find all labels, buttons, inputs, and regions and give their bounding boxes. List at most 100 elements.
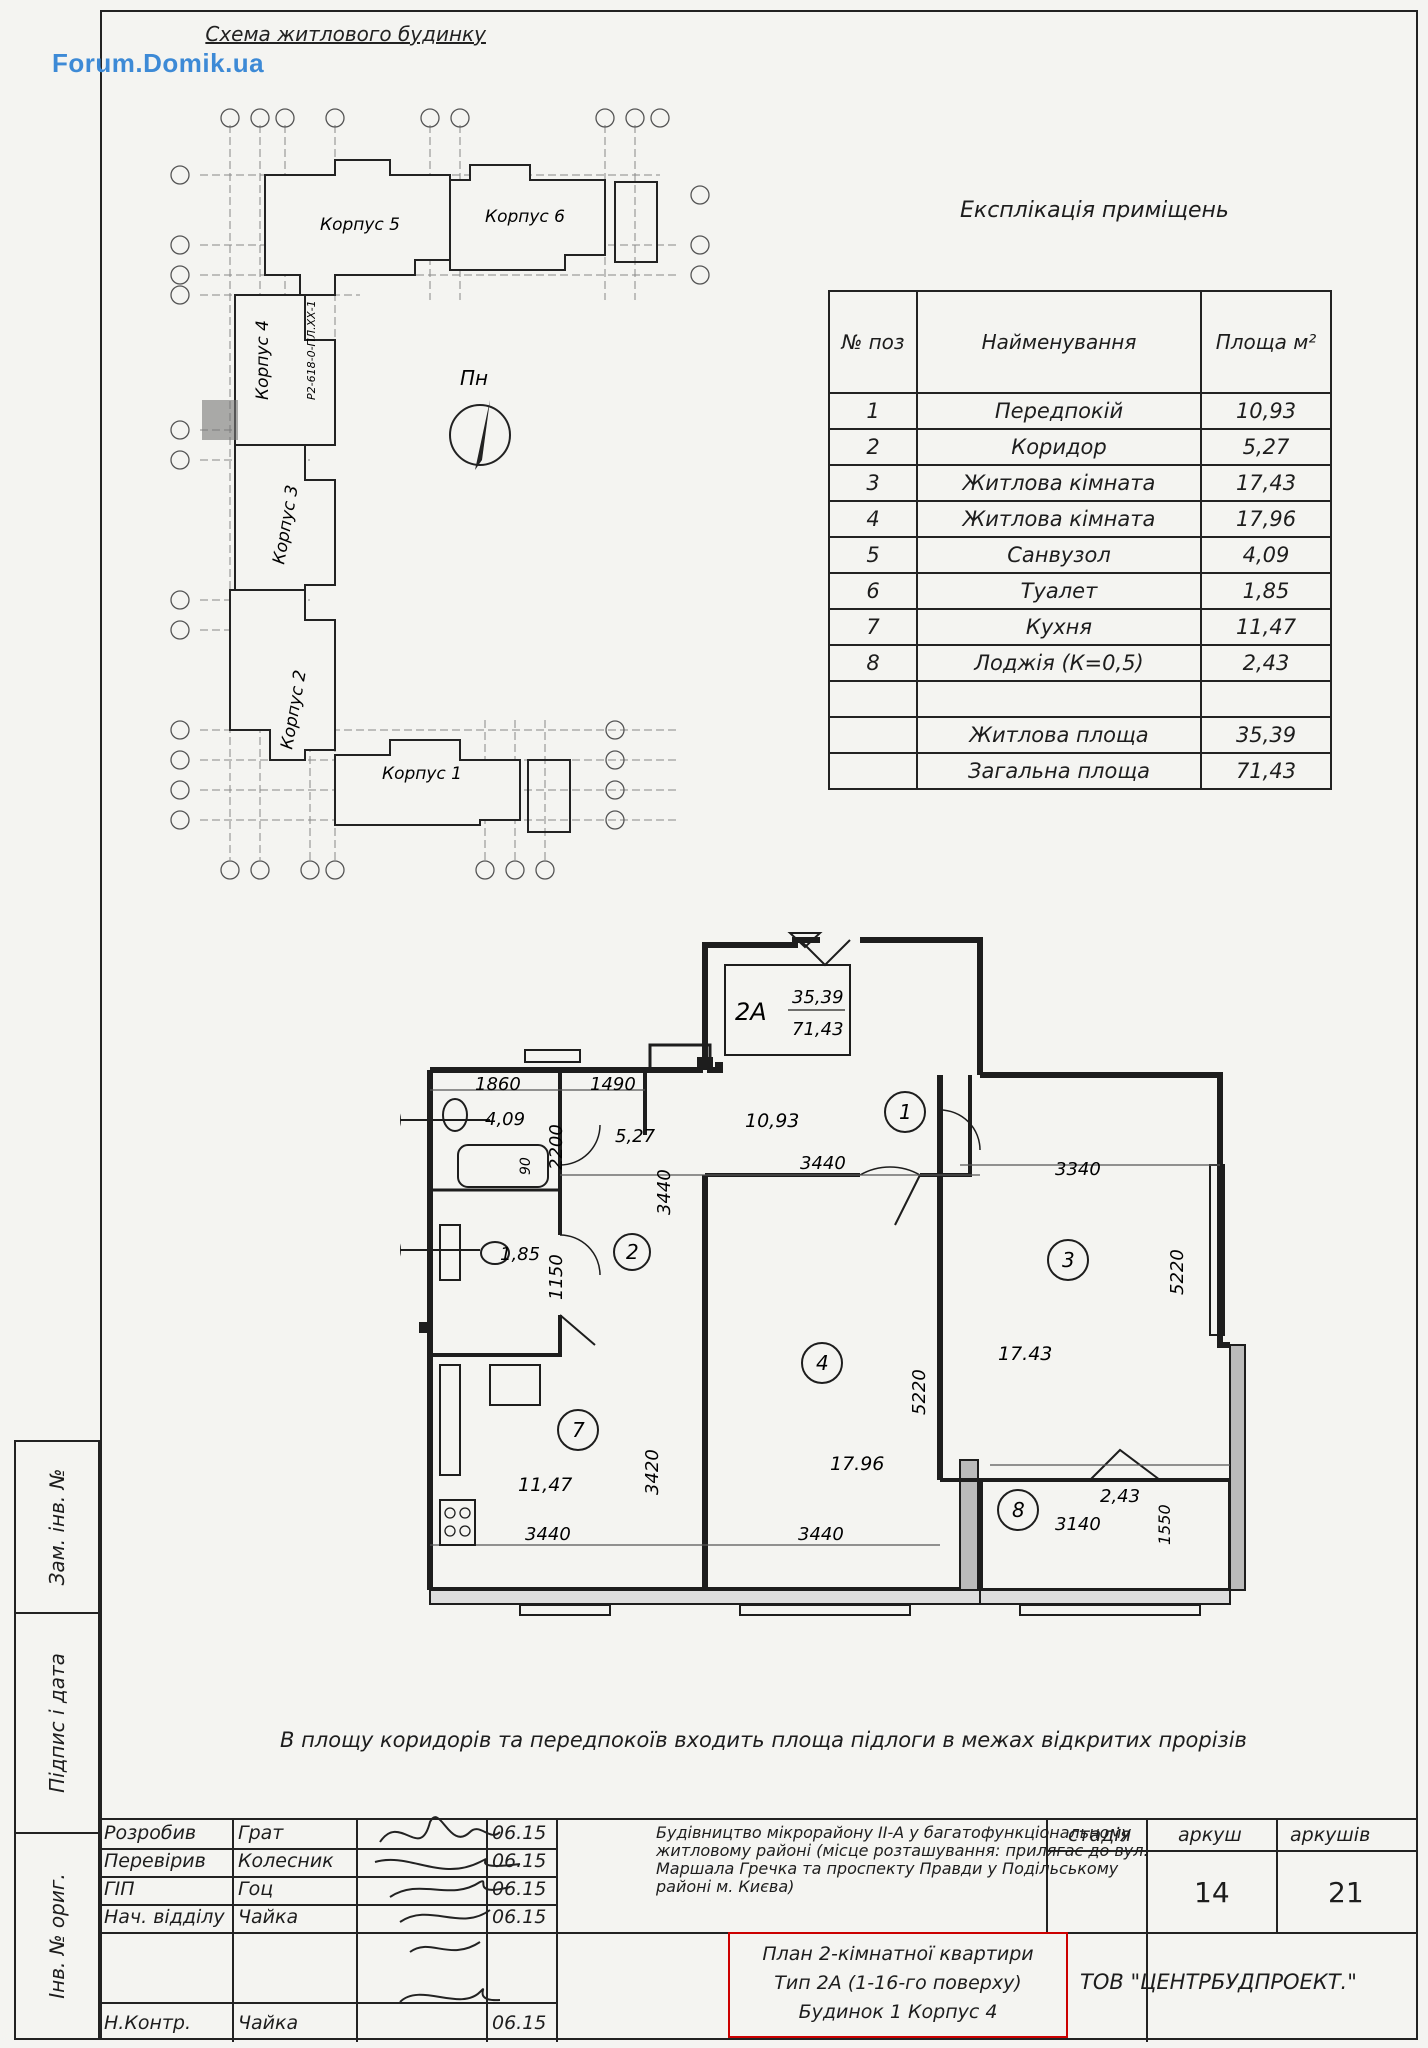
total-name: Загальна площа: [916, 752, 1202, 790]
signature-name: Чайка: [238, 2012, 299, 2034]
room-2-area: 5,27: [615, 1126, 656, 1147]
dim-3140: 3140: [1055, 1514, 1101, 1535]
callout-1: 1: [899, 1100, 912, 1124]
room-name: Кухня: [916, 608, 1202, 646]
signature-date: 06.15: [492, 1822, 547, 1844]
explication-title: Експлікація приміщень: [960, 198, 1229, 223]
apt-type: 2А: [735, 998, 767, 1026]
room-5-area: 4,09: [485, 1109, 525, 1130]
callout-2: 2: [626, 1240, 639, 1264]
project-description: Будівництво мікрорайону ІІ-А у багатофун…: [656, 1823, 1149, 1896]
dim-3340: 3340: [1055, 1159, 1101, 1180]
explication-empty-row: [828, 680, 1332, 718]
signature-name: Грат: [238, 1822, 284, 1844]
total-num: [828, 752, 918, 790]
side-cell-signature: Підпис і дата: [16, 1612, 98, 1832]
signature-date: 06.15: [492, 1906, 547, 1928]
room-area: 1,85: [1200, 572, 1332, 610]
dim-3420: 3420: [642, 1449, 663, 1495]
room-7-area: 11,47: [518, 1474, 572, 1496]
side-cell-replacement: Зам. інв. №: [16, 1442, 98, 1612]
callout-4: 4: [816, 1351, 829, 1375]
side-cell-original: Інв. № ориг.: [16, 1832, 98, 2038]
signature-name: Чайка: [238, 1906, 299, 1928]
signature-role: ГІП: [104, 1878, 135, 1900]
dim-5220-room3: 5220: [1167, 1249, 1188, 1295]
room-num: 2: [828, 428, 918, 466]
building-4-label: Корпус 4: [253, 320, 273, 400]
explication-header-row: № поз Найменування Площа м²: [828, 290, 1332, 394]
side-label-replacement: Зам. інв. №: [45, 1468, 69, 1586]
signature-date: 06.15: [492, 2012, 547, 2034]
room-num: 8: [828, 644, 918, 682]
room-name: Передпокій: [916, 392, 1202, 430]
dim-3440-kitchen: 3440: [525, 1524, 571, 1545]
area-note: В площу коридорів та передпокоїв входить…: [280, 1728, 1247, 1752]
room-name: Коридор: [916, 428, 1202, 466]
building-5-label: Корпус 5: [320, 215, 400, 235]
room-6-area: 1,85: [500, 1244, 540, 1265]
signature-name: Колесник: [238, 1850, 334, 1872]
room-name: Житлова кімната: [916, 464, 1202, 502]
dim-5220-room4: 5220: [909, 1369, 930, 1415]
sheet-label: аркуш: [1178, 1824, 1242, 1846]
floor-plan: 5 6 1 2 3 4 7 8 10,93 5,27 17.43 17.96 4…: [400, 932, 1246, 1616]
section-code: Р2-618-0-ПЛ.ХХ-1: [305, 300, 318, 400]
dim-1490: 1490: [590, 1074, 636, 1095]
room-area: 17,43: [1200, 464, 1332, 502]
side-label-signature: Підпис і дата: [45, 1653, 69, 1793]
room-name: Житлова кімната: [916, 500, 1202, 538]
dim-2200: 2200: [546, 1124, 567, 1170]
site-scheme: Пн Корпус 5 Корпус 6 Корпус 4 Р2-618-0-П…: [170, 108, 710, 880]
sheets-label: аркушів: [1290, 1824, 1371, 1846]
room-area: 10,93: [1200, 392, 1332, 430]
dim-1550: 1550: [1155, 1504, 1174, 1545]
stage-label: стадія: [1068, 1824, 1132, 1846]
drawing-frame: [100, 10, 1418, 2040]
top-caption: Схема житлового будинку: [0, 22, 1428, 46]
room-area: 5,27: [1200, 428, 1332, 466]
signature-role: Н.Контр.: [104, 2012, 192, 2034]
callout-7: 7: [572, 1418, 585, 1442]
room-num: 5: [828, 536, 918, 574]
dim-1860: 1860: [475, 1074, 521, 1095]
empty-cell: [1200, 680, 1332, 718]
header-num: № поз: [828, 290, 918, 394]
room-name: Лоджія (К=0,5): [916, 644, 1202, 682]
total-area: 35,39: [1200, 716, 1332, 754]
plan-title-line-3: Будинок 1 Корпус 4: [798, 2001, 998, 2023]
top-caption-text: Схема житлового будинку: [205, 22, 486, 46]
dim-3440-vertical: 3440: [654, 1169, 675, 1215]
callout-8: 8: [1012, 1498, 1025, 1522]
room-num: 4: [828, 500, 918, 538]
signature-role: Перевірив: [104, 1850, 206, 1872]
signature-scribbles: [374, 1816, 521, 2003]
room-name: Туалет: [916, 572, 1202, 610]
side-stamp-column: Зам. інв. № Підпис і дата Інв. № ориг.: [14, 1440, 100, 2040]
dim-1150: 1150: [546, 1254, 567, 1300]
building-6-label: Корпус 6: [485, 207, 565, 227]
north-label: Пн: [460, 366, 488, 390]
callout-3: 3: [1062, 1248, 1075, 1272]
apt-total-area: 71,43: [792, 1019, 844, 1040]
bath-size: 90: [518, 1157, 534, 1175]
apt-living-area: 35,39: [792, 987, 844, 1008]
room-num: 6: [828, 572, 918, 610]
sheet-number: 14: [1194, 1876, 1230, 1909]
header-area: Площа м²: [1200, 290, 1332, 394]
total-area: 71,43: [1200, 752, 1332, 790]
total-name: Житлова площа: [916, 716, 1202, 754]
signature-role: Нач. відділу: [104, 1906, 225, 1928]
room-num: 3: [828, 464, 918, 502]
